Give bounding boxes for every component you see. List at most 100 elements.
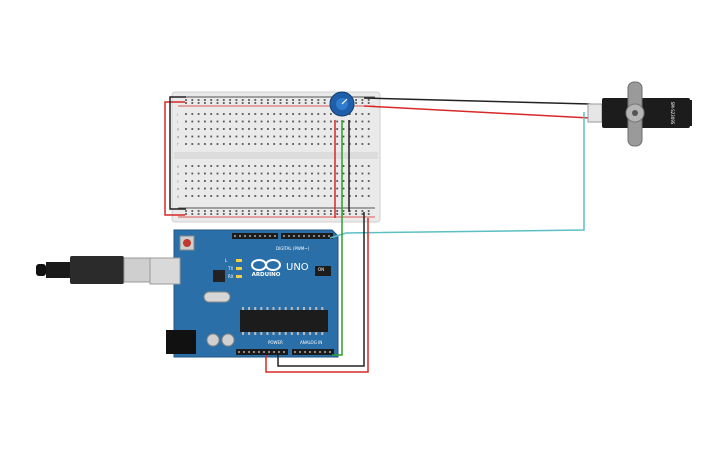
breadboard-hole [348, 195, 351, 197]
header-pin [253, 351, 255, 353]
rail-hole [323, 102, 326, 104]
chip-pin [296, 307, 299, 310]
potentiometer[interactable] [329, 91, 355, 117]
breadboard-hole [204, 135, 206, 138]
breadboard-hole [273, 128, 276, 130]
arduino-uno-board[interactable]: ARDUINO UNO DIGITAL (PWM~) POWER ANALOG … [36, 229, 339, 358]
wire-servo-signal[interactable] [329, 112, 585, 239]
wire-servo-power[interactable] [363, 105, 591, 119]
rail-hole [311, 213, 313, 215]
breadboard-hole [267, 120, 269, 123]
header-pin [283, 351, 285, 353]
breadboard-hole [317, 180, 320, 182]
wire-pot-signal[interactable] [332, 120, 343, 356]
usb-plug[interactable] [70, 256, 124, 284]
breadboard-hole [254, 135, 257, 138]
rail-hole [361, 102, 364, 104]
header-pin [328, 235, 330, 237]
row-letter: c [177, 180, 179, 184]
wire-arduino-ground[interactable] [277, 212, 365, 367]
rail-hole [355, 213, 357, 215]
breadboard-hole [323, 135, 326, 138]
breadboard-hole [361, 165, 364, 167]
rail-hole [292, 213, 294, 215]
chip-pin [254, 332, 257, 335]
chip-pin [303, 332, 305, 335]
row-letter: b [177, 187, 180, 191]
breadboard-hole [273, 195, 276, 197]
breadboard-hole [355, 172, 357, 175]
breadboard-hole [285, 113, 288, 115]
breadboard-hole [348, 113, 351, 115]
breadboard-hole [323, 143, 326, 145]
breadboard-hole [342, 195, 345, 197]
breadboard-hole [191, 165, 194, 167]
breadboard-hole [241, 120, 244, 123]
breadboard-hole [260, 120, 263, 123]
chip-pin [321, 307, 324, 310]
breadboard-hole [311, 187, 313, 190]
header-pin [243, 351, 245, 353]
breadboard-hole [298, 187, 301, 190]
wire-rail-left-power[interactable] [164, 101, 185, 216]
breadboard-hole [304, 172, 307, 175]
breadboard-hole [267, 187, 269, 190]
breadboard-hole [323, 128, 326, 130]
rail-hole [254, 99, 257, 101]
header-pin [238, 351, 240, 353]
header-pin [244, 235, 246, 237]
breadboard-hole [273, 187, 276, 190]
breadboard-hole [285, 128, 288, 130]
breadboard-hole [323, 165, 326, 167]
rail-hole [311, 102, 313, 104]
rail-hole [185, 99, 187, 101]
rail-hole [361, 213, 364, 215]
breadboard-hole [241, 165, 244, 167]
rail-hole [260, 102, 263, 104]
rail-hole [235, 213, 238, 215]
breadboard-channel [174, 152, 378, 159]
breadboard-hole [367, 120, 370, 123]
breadboard-hole [204, 187, 206, 190]
breadboard-hole [197, 180, 200, 182]
breadboard-hole [336, 128, 339, 130]
breadboard-hole [185, 128, 187, 130]
breadboard-hole [248, 135, 250, 138]
rail-hole [222, 213, 225, 215]
breadboard-hole [235, 120, 238, 123]
breadboard-hole [285, 180, 288, 182]
rail-hole [229, 102, 231, 104]
rail-hole [229, 213, 231, 215]
rail-hole [254, 102, 257, 104]
header-pin [299, 351, 301, 353]
usb-chip [213, 270, 225, 282]
breadboard-hole [348, 143, 351, 145]
breadboard-hole [355, 113, 357, 115]
breadboard-hole [317, 135, 320, 138]
breadboard-hole [311, 165, 313, 167]
rail-hole [197, 213, 200, 215]
breadboard-hole [279, 128, 282, 130]
wire-servo-ground[interactable] [363, 97, 591, 105]
rail-hole [222, 102, 225, 104]
breadboard-hole [355, 195, 357, 197]
rail-hole [267, 213, 269, 215]
rail-hole [210, 102, 213, 104]
arduino-logo-text: ARDUINO [252, 272, 281, 278]
header-pin [264, 235, 266, 237]
servo-motor[interactable]: SM-S2309S [587, 81, 692, 147]
breadboard-hole [330, 128, 332, 130]
rail-hole [267, 99, 269, 101]
header-pin [249, 235, 251, 237]
wire-arduino-5v[interactable] [265, 218, 369, 373]
rail-hole [248, 210, 250, 212]
breadboard-hole [254, 172, 257, 175]
rail-hole [330, 213, 332, 215]
wire-rail-left-ground[interactable] [169, 96, 186, 210]
breadboard-hole [285, 172, 288, 175]
breadboard-hole [260, 128, 263, 130]
breadboard-hole [330, 180, 332, 182]
breadboard-hole [222, 143, 225, 145]
